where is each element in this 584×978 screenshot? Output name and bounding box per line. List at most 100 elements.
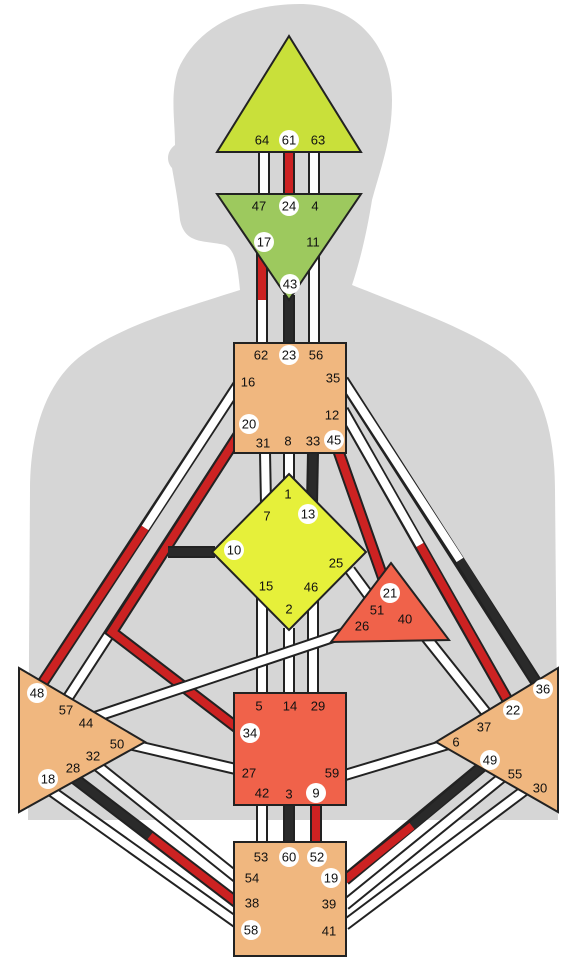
- gate-31: 31: [256, 436, 270, 451]
- gate-60-marker: [279, 847, 299, 867]
- gate-43: 43: [283, 277, 297, 292]
- gate-29: 29: [311, 699, 325, 714]
- gate-13: 13: [301, 507, 315, 522]
- gate-labels: 64 61 63 47 24 4 17 11 43 62 23 56 16 35…: [27, 130, 553, 940]
- gate-19-marker: [321, 868, 341, 888]
- gate-59: 59: [325, 766, 339, 781]
- gate-40: 40: [398, 612, 412, 627]
- gate-5: 5: [255, 699, 262, 714]
- ajna-center: [215, 193, 363, 302]
- gate-64: 64: [255, 133, 269, 148]
- gate-61-marker: [279, 130, 299, 150]
- gate-15: 15: [259, 579, 273, 594]
- channel-30-41: [341, 785, 529, 930]
- gate-9: 9: [312, 786, 319, 801]
- gate-52-marker: [307, 847, 327, 867]
- gate-12: 12: [325, 408, 339, 423]
- gate-37: 37: [477, 720, 491, 735]
- gate-36-marker: [533, 679, 553, 699]
- gate-57: 57: [59, 703, 73, 718]
- gate-27: 27: [242, 766, 256, 781]
- gate-49-marker: [480, 750, 500, 770]
- channel-28-38: [66, 770, 244, 910]
- gate-24: 24: [282, 199, 296, 214]
- gate-55: 55: [508, 767, 522, 782]
- gate-42: 42: [255, 786, 269, 801]
- gate-10-marker: [224, 540, 244, 560]
- gate-46: 46: [304, 580, 318, 595]
- gate-51: 51: [370, 603, 384, 618]
- gate-20: 20: [242, 417, 256, 432]
- channel-32-54: [86, 755, 244, 885]
- channel-26-44: [78, 626, 350, 728]
- gate-58: 58: [244, 923, 258, 938]
- channel-50-27: [118, 736, 242, 776]
- gate-32: 32: [86, 749, 100, 764]
- channel-18-58: [46, 785, 244, 930]
- gate-24-marker: [279, 196, 299, 216]
- channel-12-22: [337, 407, 518, 711]
- gate-58-marker: [241, 920, 261, 940]
- gate-39: 39: [322, 897, 336, 912]
- channel-20-34: [103, 424, 249, 735]
- gate-10: 10: [227, 543, 241, 558]
- gate-25: 25: [329, 556, 343, 571]
- gate-19: 19: [324, 871, 338, 886]
- gate-22-marker: [503, 700, 523, 720]
- gate-18-marker: [38, 769, 58, 789]
- channel-49-19: [341, 755, 494, 885]
- gate-1: 1: [284, 487, 291, 502]
- gate-23-marker: [279, 345, 299, 365]
- gate-45-marker: [324, 430, 344, 450]
- gate-26: 26: [355, 619, 369, 634]
- gate-20-marker: [239, 414, 259, 434]
- gate-14: 14: [283, 699, 297, 714]
- gate-61: 61: [282, 133, 296, 148]
- gate-2: 2: [285, 602, 292, 617]
- gate-50: 50: [110, 737, 124, 752]
- gate-52: 52: [310, 850, 324, 865]
- gate-21-marker: [380, 583, 400, 603]
- gate-45: 45: [327, 433, 341, 448]
- gate-41: 41: [322, 924, 336, 939]
- solar-plexus-center: [434, 666, 559, 814]
- gate-43-marker: [280, 274, 300, 294]
- gate-18: 18: [41, 772, 55, 787]
- channel-45-21: [332, 448, 394, 594]
- gate-38: 38: [245, 896, 259, 911]
- channel-59-6: [343, 736, 457, 781]
- sacral-center: [233, 692, 347, 806]
- g-center: [210, 472, 368, 632]
- gate-56: 56: [309, 348, 323, 363]
- channel-55-39: [341, 770, 509, 910]
- channel-16-48: [32, 378, 246, 694]
- gate-4: 4: [311, 199, 318, 214]
- gate-13-marker: [298, 504, 318, 524]
- gate-48: 48: [30, 686, 44, 701]
- gate-48-marker: [27, 683, 47, 703]
- gate-21: 21: [383, 586, 397, 601]
- gate-23: 23: [282, 348, 296, 363]
- gate-28: 28: [66, 761, 80, 776]
- gate-30: 30: [533, 781, 547, 796]
- gate-7: 7: [263, 509, 270, 524]
- gate-35: 35: [326, 371, 340, 386]
- gate-33: 33: [306, 434, 320, 449]
- gate-6: 6: [452, 735, 459, 750]
- gate-34-marker: [240, 723, 260, 743]
- gate-17: 17: [257, 235, 271, 250]
- gate-53: 53: [254, 850, 268, 865]
- gate-62: 62: [254, 348, 268, 363]
- gate-44: 44: [79, 716, 93, 731]
- gate-34: 34: [243, 726, 257, 741]
- gate-63: 63: [311, 133, 325, 148]
- gate-3: 3: [285, 787, 292, 802]
- gate-8: 8: [284, 434, 291, 449]
- gate-60: 60: [282, 850, 296, 865]
- gate-47: 47: [252, 199, 266, 214]
- gate-54: 54: [245, 871, 259, 886]
- gate-36: 36: [536, 682, 550, 697]
- channels-layer: [32, 150, 546, 930]
